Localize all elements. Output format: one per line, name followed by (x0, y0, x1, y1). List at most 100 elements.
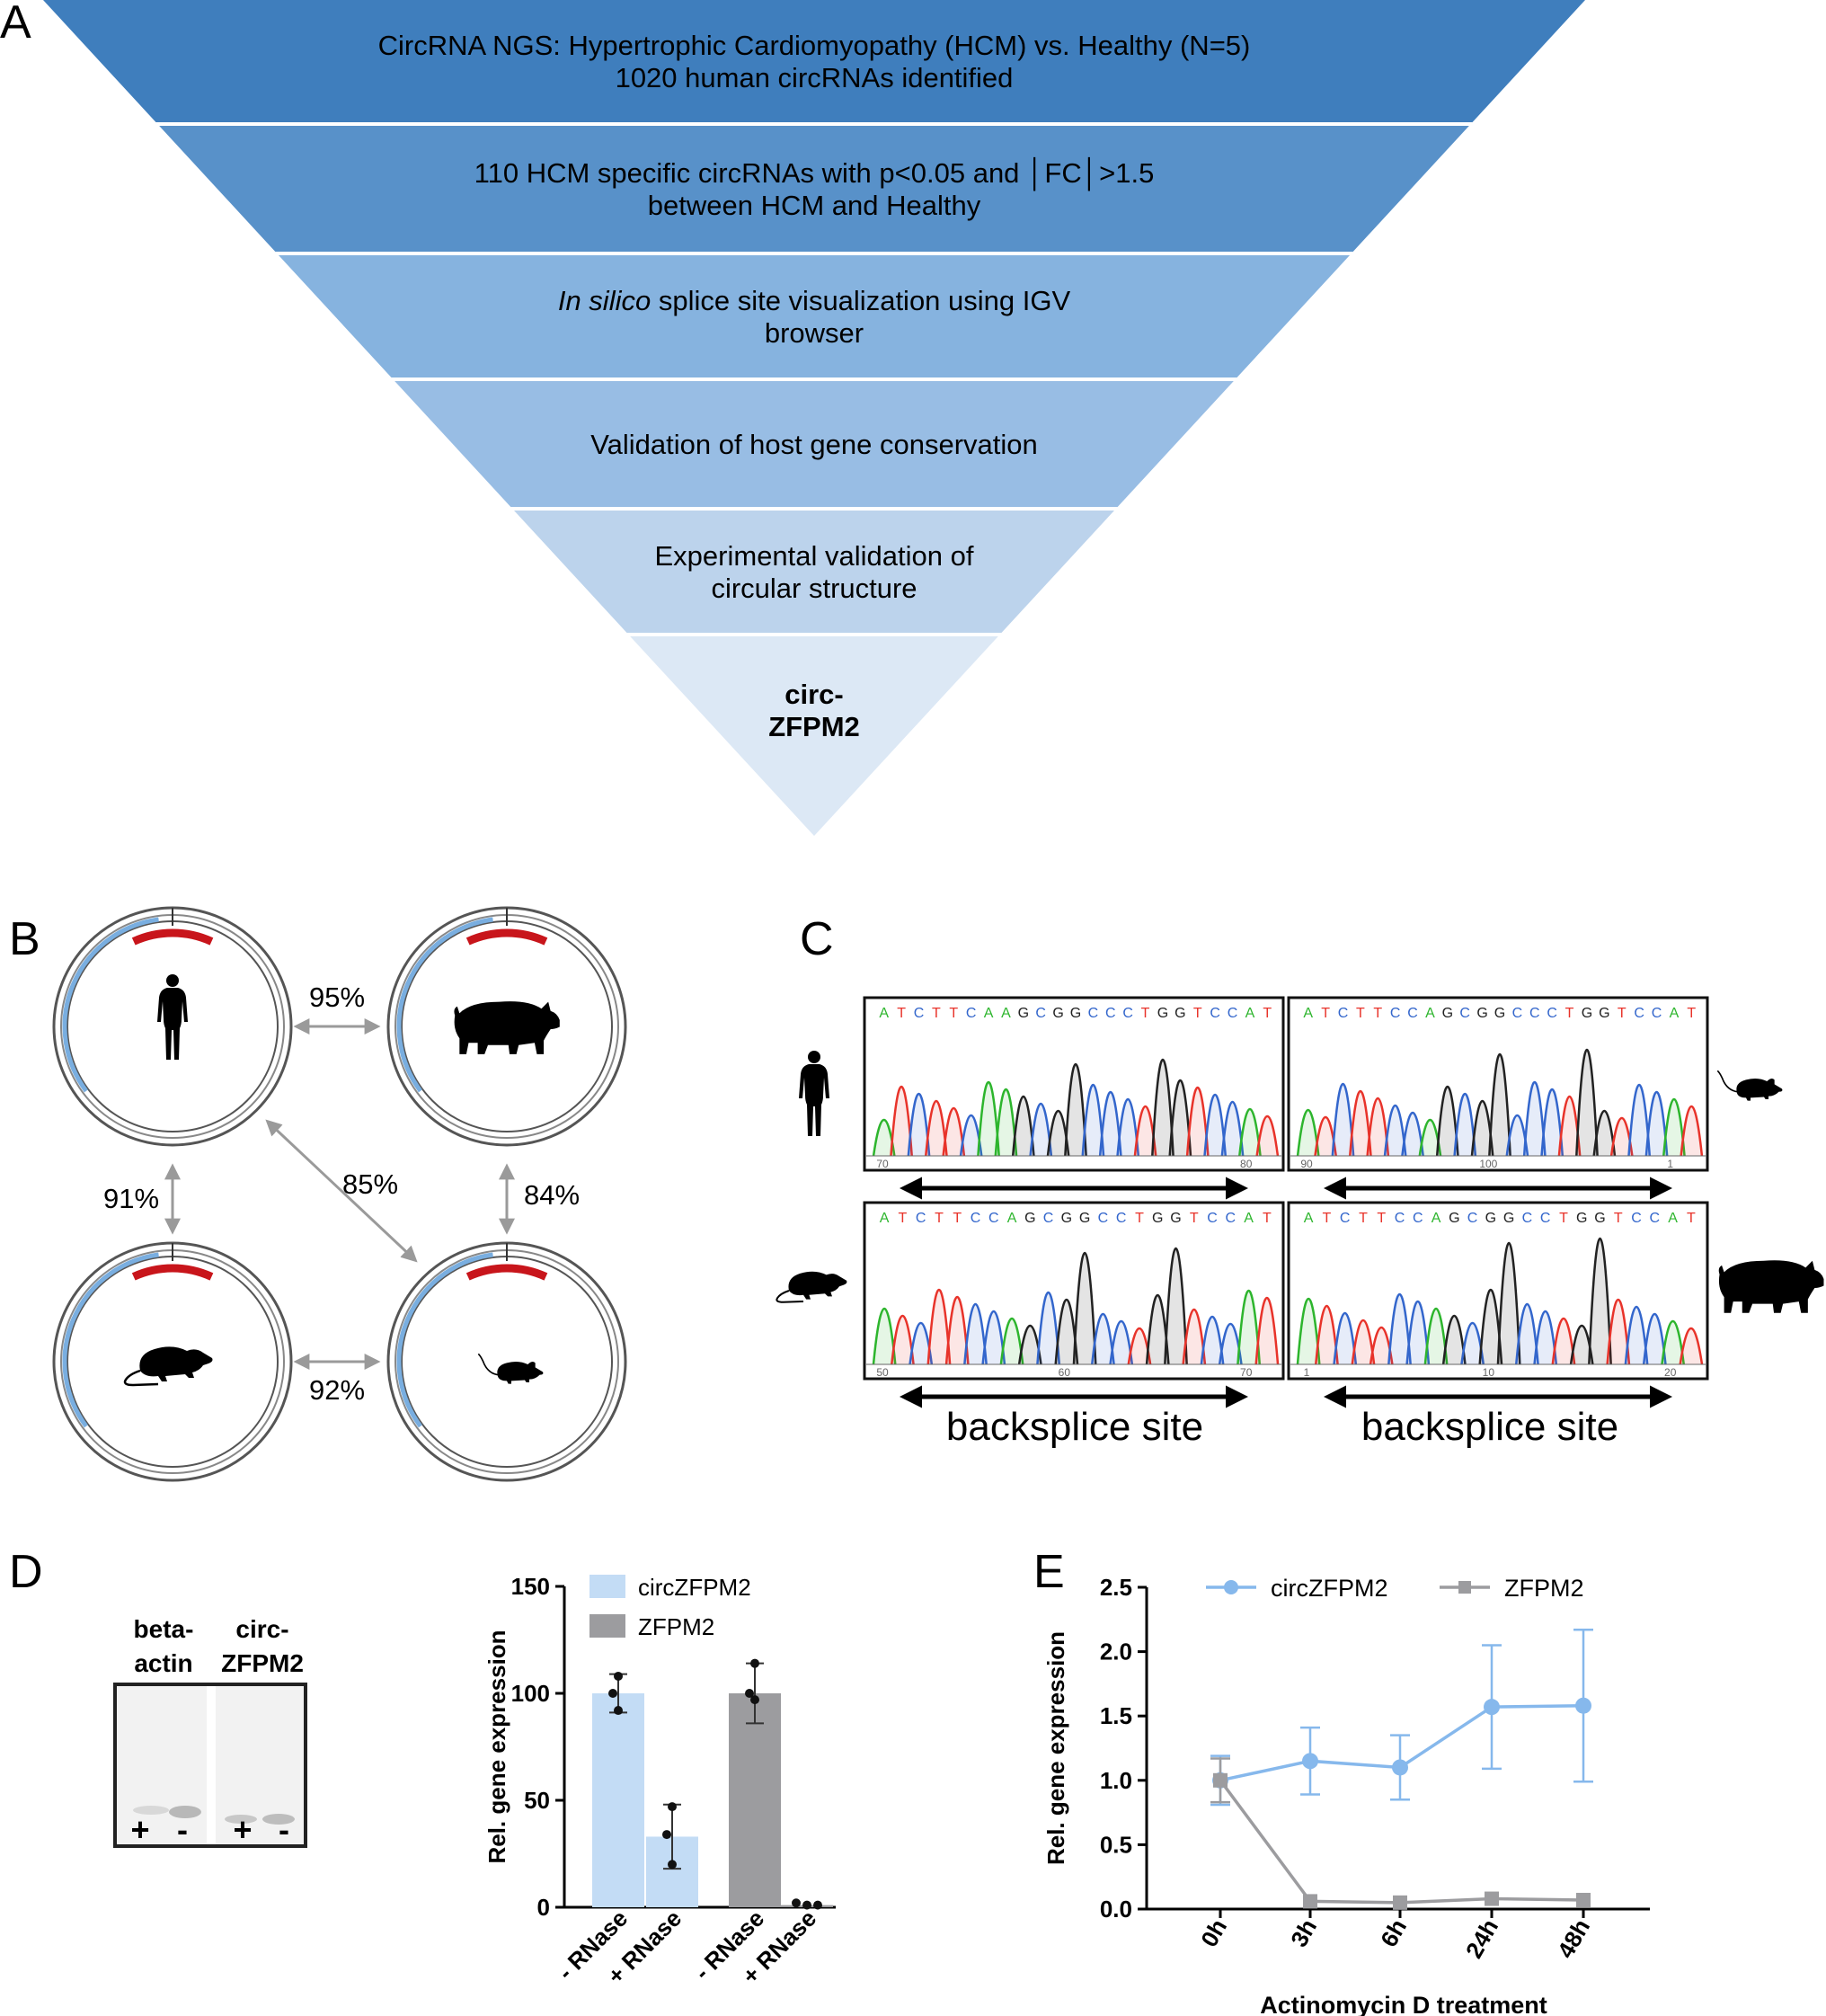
trace-peak (1453, 1092, 1477, 1157)
trace-peak (1331, 1083, 1355, 1157)
y-tick-label: 150 (511, 1573, 550, 1600)
trace-peak (891, 1315, 915, 1365)
base-call: G (1576, 1211, 1587, 1226)
trace-peak (1662, 1097, 1686, 1157)
percent-pig-mouse: 84% (524, 1179, 580, 1211)
circle-plot-mouse (386, 1241, 627, 1482)
x-tick-label: 6h (1375, 1914, 1412, 1951)
base-call: C (988, 1211, 999, 1226)
base-call: A (1425, 1006, 1435, 1021)
funnel-level-5-text: circular structure (711, 573, 917, 604)
funnel-level-6 (630, 636, 998, 836)
base-call: C (1413, 1211, 1423, 1226)
exon-arc (465, 1264, 548, 1281)
backsplice-label-right: backsplice site (1361, 1405, 1618, 1449)
base-call: G (1024, 1211, 1035, 1226)
data-point (662, 1830, 671, 1840)
conservation-arrows (164, 1018, 515, 1370)
base-call: A (880, 1211, 890, 1226)
gel-sign-3: + (233, 1811, 252, 1848)
trace-peak (1203, 1093, 1228, 1157)
trace-peak (1254, 1297, 1280, 1365)
base-call: C (1340, 1211, 1351, 1226)
base-call: C (1228, 1006, 1238, 1021)
funnel-diagram: CircRNA NGS: Hypertrophic Cardiomyopathy… (43, 0, 1585, 836)
base-call: G (1052, 1006, 1063, 1021)
funnel-level-2-text: 110 HCM specific circRNAs with p<0.05 an… (474, 156, 1155, 191)
trace-tick: 70 (1240, 1366, 1253, 1379)
trace-peak (1592, 1109, 1617, 1157)
trace-peak (944, 1296, 970, 1365)
y-tick-label: 2.5 (1100, 1574, 1132, 1601)
base-call: A (1007, 1211, 1017, 1226)
trace-peak (1366, 1097, 1390, 1157)
panel-e-label: E (1033, 1546, 1065, 1598)
funnel-level-4-text: Validation of host gene conservation (590, 429, 1037, 460)
rat-silhouette-icon (776, 1270, 848, 1304)
trace-peak (1237, 1289, 1261, 1365)
base-call: G (1582, 1006, 1592, 1021)
base-call: A (1244, 1211, 1254, 1226)
pig-silhouette-icon (1718, 1260, 1824, 1313)
trace-peak (1091, 1313, 1115, 1365)
base-call: T (1263, 1006, 1272, 1021)
trace-peak (1098, 1091, 1122, 1157)
trace-peak (924, 1099, 948, 1157)
y-tick-label: 0.0 (1100, 1896, 1132, 1923)
circle-plot-pig (386, 906, 627, 1147)
base-call: A (879, 1006, 889, 1021)
transcript-arc (396, 1252, 493, 1428)
base-call: C (916, 1211, 926, 1226)
data-point (668, 1802, 677, 1812)
y-axis-title: Rel. gene expression (1042, 1631, 1069, 1865)
base-call: C (1390, 1006, 1401, 1021)
trace-peak (994, 1088, 1018, 1157)
trace-peak (1642, 1313, 1667, 1365)
trace-peak (1064, 1063, 1087, 1157)
base-call: C (1043, 1211, 1054, 1226)
base-call: C (1116, 1211, 1127, 1226)
trace-peak (1488, 1052, 1511, 1157)
base-call: C (1338, 1006, 1349, 1021)
base-call: T (1614, 1211, 1623, 1226)
gel-sign-1: + (130, 1811, 149, 1848)
base-call: T (932, 1006, 941, 1021)
base-call: T (1377, 1211, 1386, 1226)
data-point (614, 1671, 623, 1681)
trace-tick: 50 (876, 1366, 889, 1379)
human-silhouette-icon (799, 1051, 829, 1136)
data-point (1393, 1895, 1407, 1910)
base-call: T (1135, 1211, 1144, 1226)
x-axis-title: Actinomycin D treatment (1260, 1992, 1547, 2016)
base-call: C (1540, 1211, 1551, 1226)
base-call: C (1631, 1211, 1642, 1226)
base-call: T (1263, 1211, 1272, 1226)
data-point (1484, 1699, 1500, 1716)
x-tick-label: 48h (1552, 1914, 1595, 1963)
gel-band-3 (225, 1815, 257, 1824)
data-point (1392, 1759, 1408, 1776)
base-call: C (1529, 1006, 1540, 1021)
trace-peak (1029, 1103, 1053, 1157)
legend-marker (1224, 1580, 1238, 1594)
base-call: C (1035, 1006, 1046, 1021)
base-call: A (1245, 1006, 1255, 1021)
base-call: G (1157, 1006, 1168, 1021)
panel-a-label: A (0, 0, 31, 49)
base-call: C (1210, 1006, 1220, 1021)
base-call: A (1001, 1006, 1011, 1021)
gel-band-1 (133, 1806, 169, 1815)
conservation-circles (52, 906, 627, 1482)
base-call: T (949, 1006, 958, 1021)
exon-arc (131, 928, 214, 946)
data-point (1576, 1892, 1591, 1907)
arrow-human-mouse (265, 1119, 418, 1263)
trace-peak (999, 1318, 1024, 1365)
y-tick-label: 1.0 (1100, 1767, 1132, 1794)
trace-peak (1081, 1084, 1105, 1157)
base-call: T (1356, 1006, 1365, 1021)
base-call: G (1503, 1211, 1514, 1226)
trace-peak (963, 1302, 988, 1365)
